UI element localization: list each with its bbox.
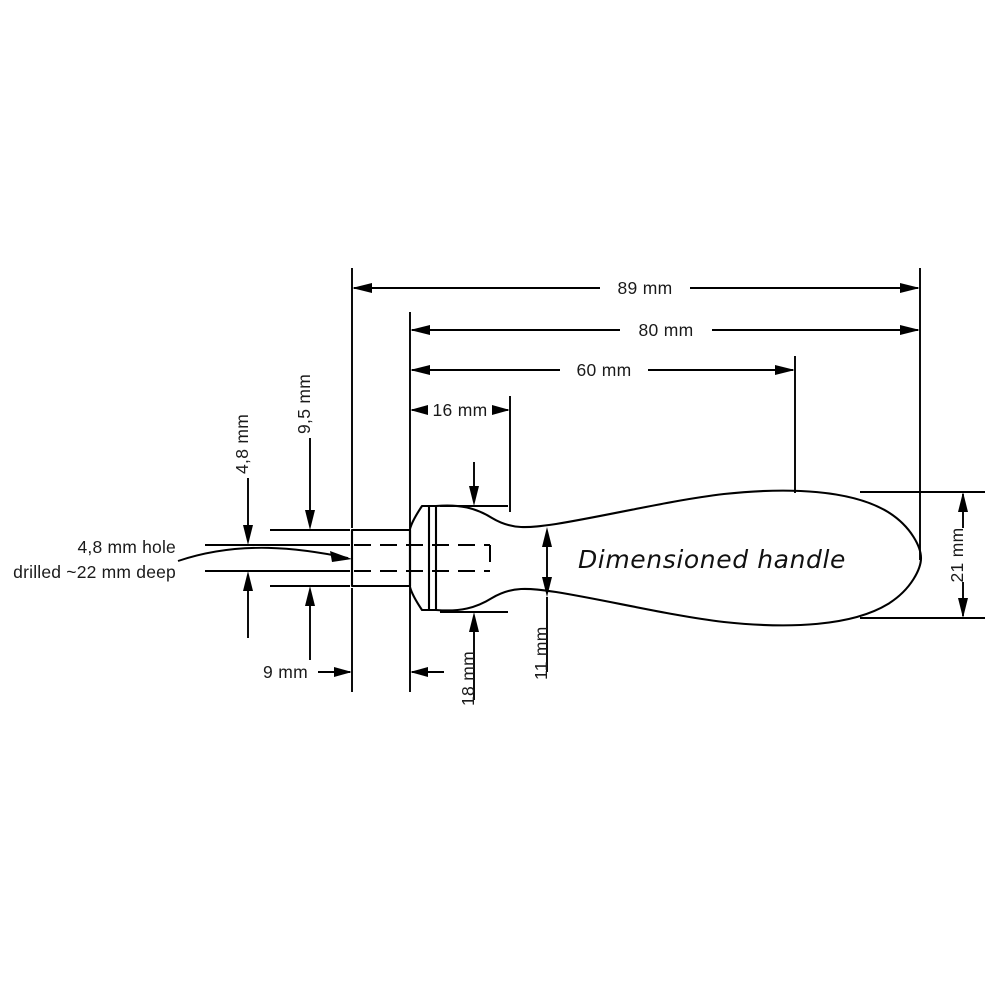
- arrow-16mm-left: [410, 405, 428, 415]
- dim-label-95mm: 9,5 mm: [294, 374, 314, 434]
- hole-note-arrow: [330, 551, 352, 562]
- arrow-60mm-right: [775, 365, 795, 375]
- dim-label-9mm: 9 mm: [263, 662, 308, 682]
- arrow-95mm-bottom: [305, 586, 315, 606]
- arrow-80mm-right: [900, 325, 920, 335]
- extension-lines: [205, 268, 985, 692]
- dim-label-18mm: 18 mm: [458, 651, 478, 706]
- hole-note-leader-line: [177, 546, 349, 562]
- arrow-9mm-left: [334, 667, 352, 677]
- arrow-11mm-bottom: [542, 577, 552, 597]
- dimension-handle-length: 80 mm: [410, 320, 920, 340]
- dimension-tenon-diameter: 9,5 mm: [294, 374, 315, 660]
- handle-title-label: Dimensioned handle: [578, 545, 846, 574]
- arrow-48mm-bottom: [243, 571, 253, 591]
- arrow-21mm-bottom: [958, 598, 968, 618]
- dim-label-11mm: 11 mm: [531, 626, 551, 680]
- dim-label-60mm: 60 mm: [577, 360, 632, 380]
- arrow-95mm-top: [305, 510, 315, 530]
- arrow-11mm-top: [542, 527, 552, 547]
- arrow-18mm-bottom: [469, 612, 479, 632]
- dimension-tenon-length: 9 mm: [263, 662, 444, 682]
- handle-body-outline: [434, 489, 923, 627]
- dim-label-16mm: 16 mm: [433, 400, 488, 420]
- dim-label-80mm: 80 mm: [639, 320, 694, 340]
- dim-label-21mm: 21 mm: [947, 528, 967, 583]
- arrow-48mm-top: [243, 525, 253, 545]
- handle-object-geometry: [350, 489, 923, 627]
- arrow-89mm-left: [352, 283, 372, 293]
- dimension-ferrule-diameter: 18 mm: [458, 462, 479, 706]
- dimension-bulb-diameter: 21 mm: [947, 492, 968, 618]
- dimension-overall-length: 89 mm: [352, 278, 920, 298]
- dimension-ferrule-length: 16 mm: [410, 400, 510, 420]
- arrow-18mm-top: [469, 486, 479, 506]
- dim-label-89mm: 89 mm: [618, 278, 673, 298]
- arrow-89mm-right: [900, 283, 920, 293]
- tenon-outline: [350, 528, 412, 588]
- hole-note-line2: drilled ~22 mm deep: [13, 562, 176, 582]
- dimension-hole-diameter: 4,8 mm: [232, 414, 253, 638]
- arrow-80mm-left: [410, 325, 430, 335]
- arrow-16mm-right: [492, 405, 510, 415]
- arrow-21mm-top: [958, 492, 968, 512]
- ferrule-collar-outline: [408, 504, 438, 612]
- arrow-60mm-left: [410, 365, 430, 375]
- hole-note-annotation: 4,8 mm hole drilled ~22 mm deep: [13, 537, 352, 582]
- dimension-bulb-position: 60 mm: [410, 360, 795, 380]
- hole-note-line1: 4,8 mm hole: [78, 537, 177, 557]
- arrow-9mm-right: [410, 667, 428, 677]
- dim-label-48mm: 4,8 mm: [232, 414, 252, 474]
- dimension-neck-diameter: 11 mm: [531, 527, 552, 680]
